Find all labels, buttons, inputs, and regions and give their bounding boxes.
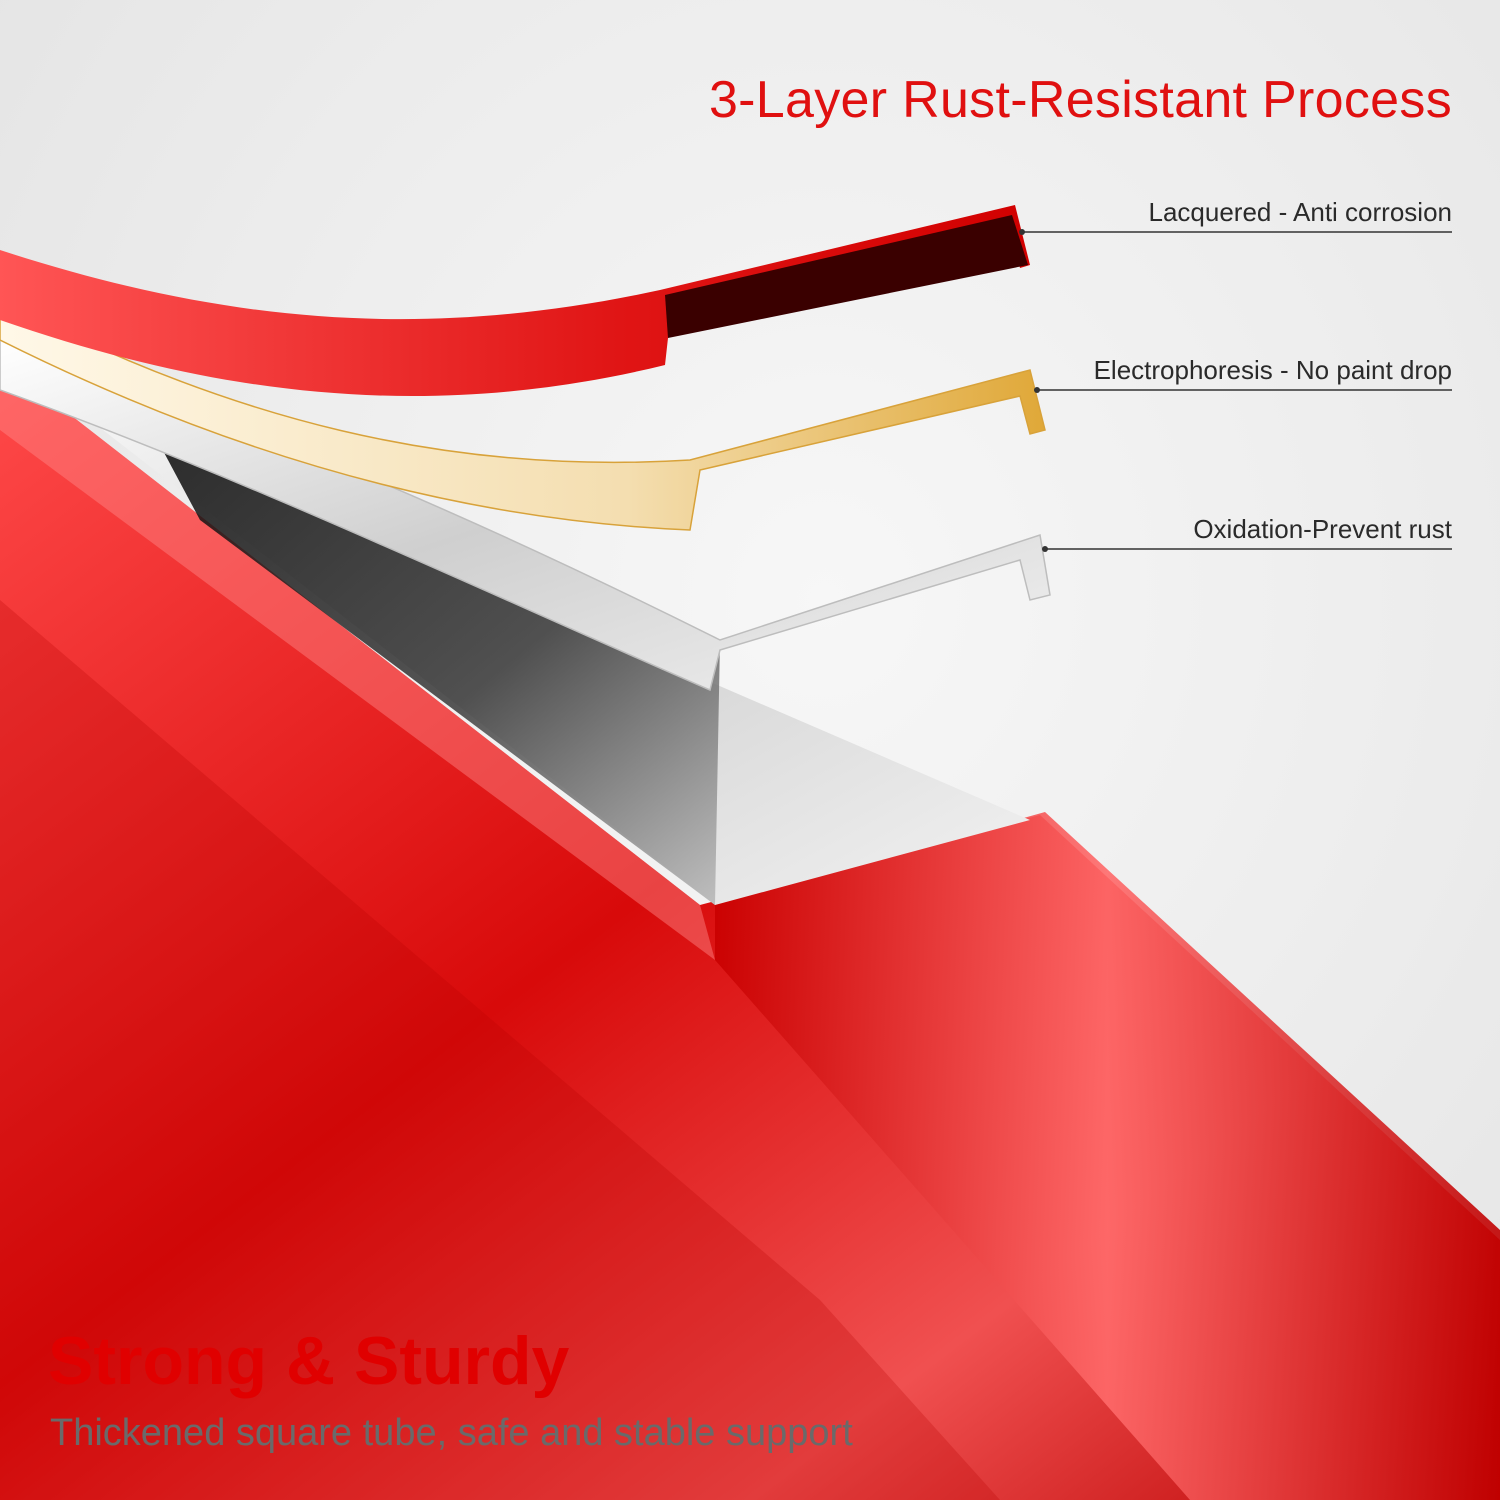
leader-dot-electrophoresis	[1034, 387, 1040, 393]
tube-front-face	[715, 812, 1500, 1500]
feature-title: Strong & Sturdy	[48, 1323, 570, 1399]
leader-dot-lacquer	[1019, 229, 1025, 235]
headline: 3-Layer Rust-Resistant Process	[708, 71, 1452, 129]
lacquer-layer-strip	[0, 205, 1030, 397]
layer-label-lacquered: Lacquered - Anti corrosion	[1148, 197, 1452, 227]
lacquer-layer-dark-edge	[665, 215, 1028, 338]
layer-label-electrophoresis: Electrophoresis - No paint drop	[1093, 355, 1452, 385]
leader-dot-oxidation	[1042, 546, 1048, 552]
electrophoresis-layer-strip	[0, 299, 1046, 531]
inner-channel-shadow	[160, 445, 720, 905]
tube-edge-highlight	[0, 360, 715, 960]
layer-label-oxidation: Oxidation-Prevent rust	[1193, 514, 1452, 544]
feature-subtitle: Thickened square tube, safe and stable s…	[50, 1412, 853, 1454]
tube-shadow-band	[0, 600, 1000, 1500]
